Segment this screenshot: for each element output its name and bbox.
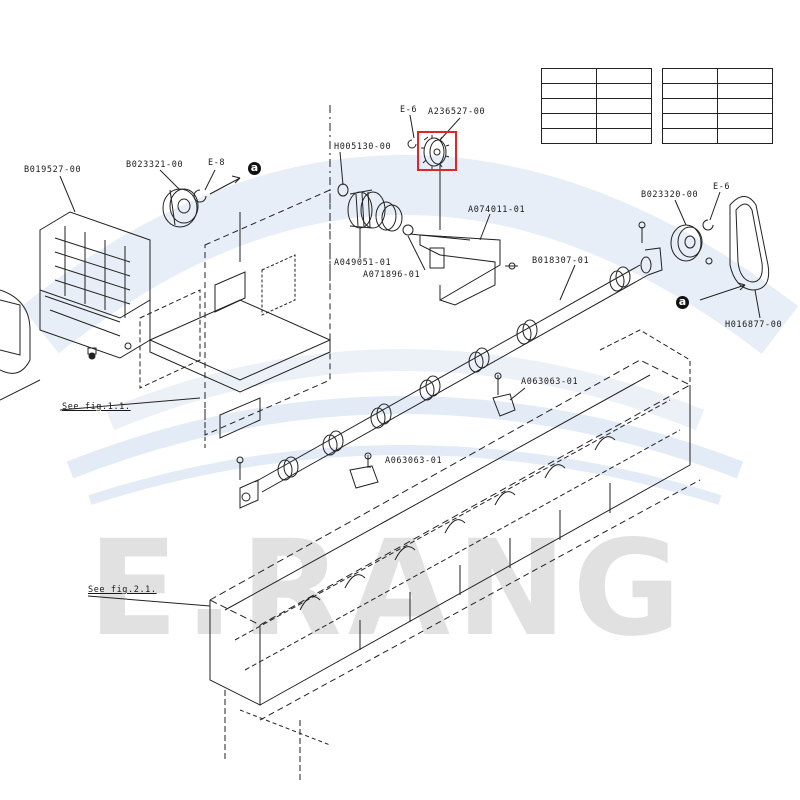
clip-a063063-center — [349, 452, 379, 489]
gear-stack — [337, 183, 414, 236]
callout-a-right: a — [676, 296, 689, 309]
label-b018307: B018307-01 — [532, 256, 590, 266]
label-a071896: A071896-01 — [363, 270, 421, 280]
label-e6-right: E-6 — [713, 182, 731, 192]
ref-fig-2-1[interactable]: See fig.2.1. — [88, 585, 157, 595]
clip-a063063-right — [492, 372, 516, 417]
ref-fig-1-1[interactable]: See fig.1.1. — [62, 402, 131, 412]
gear-b023320 — [670, 219, 714, 265]
label-e8: E-8 — [208, 158, 226, 168]
label-a049051: A049051-01 — [334, 258, 392, 268]
parts-table-left — [541, 68, 652, 144]
watermark-brand: E.RANG — [88, 512, 687, 666]
label-b023320: B023320-00 — [641, 190, 699, 200]
left-screw — [236, 456, 244, 480]
timing-belt-h016877 — [699, 196, 770, 301]
gear-b023321 — [162, 175, 241, 228]
label-a063063-center: A063063-01 — [385, 456, 443, 466]
cage-bracket — [0, 211, 151, 401]
parts-table-right — [662, 68, 773, 144]
label-h005130: H005130-00 — [334, 142, 392, 152]
right-screw — [638, 221, 646, 243]
label-a063063-right: A063063-01 — [521, 377, 579, 387]
gear-a236527 — [421, 135, 450, 230]
roller-shaft-b018307 — [239, 247, 663, 509]
highlight-box-a236527 — [417, 131, 457, 171]
label-b019527: B019527-00 — [24, 165, 82, 175]
tray-frame — [208, 329, 701, 780]
leader-lines — [59, 114, 761, 607]
callout-a-left: a — [248, 162, 261, 175]
side-frame-plate — [124, 105, 332, 450]
label-b023321: B023321-00 — [126, 160, 184, 170]
label-a074011: A074011-01 — [468, 205, 526, 215]
bracket-a074011 — [409, 233, 518, 306]
label-h016877: H016877-00 — [725, 320, 783, 330]
e-ring-e6-top — [407, 139, 417, 149]
label-e6-top: E-6 — [400, 105, 418, 115]
label-a236527: A236527-00 — [428, 107, 486, 117]
